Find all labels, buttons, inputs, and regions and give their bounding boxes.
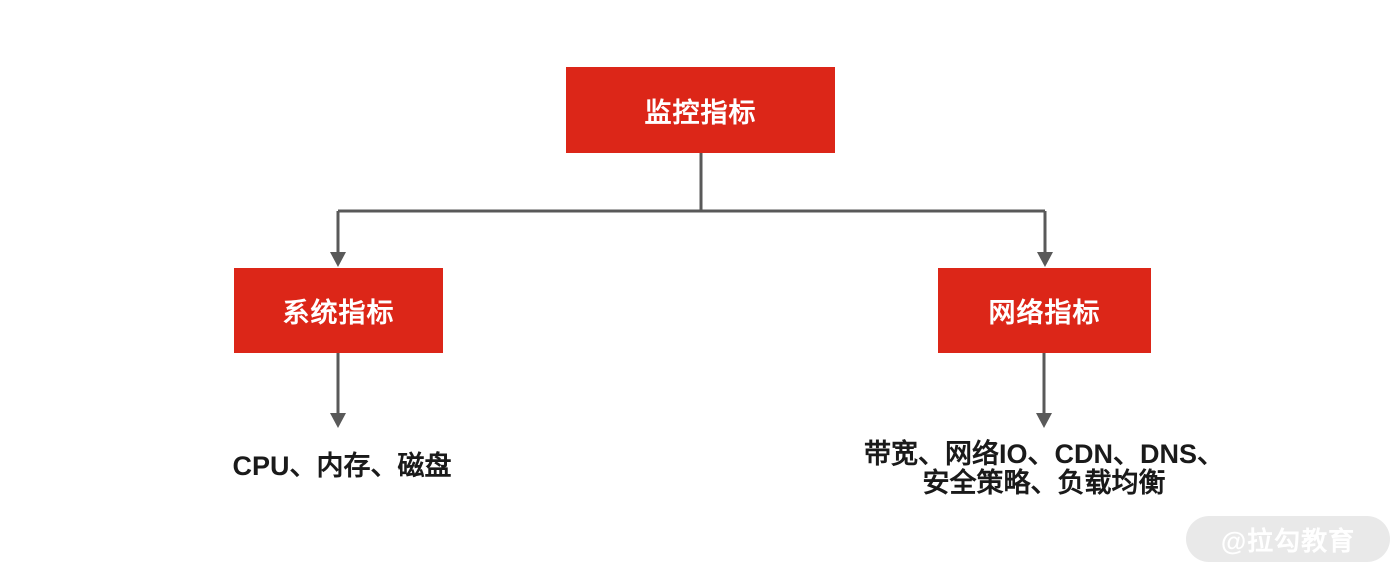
node-monitoring-metrics-label: 监控指标 — [644, 97, 757, 128]
node-network-metrics-label: 网络指标 — [988, 298, 1101, 328]
network-metrics-detail-line2: 安全策略、负载均衡 — [922, 468, 1166, 498]
system-metrics-detail: CPU、内存、磁盘 — [232, 452, 451, 481]
network-metrics-detail: 带宽、网络IO、CDN、DNS、 安全策略、负载均衡 — [864, 440, 1224, 498]
node-system-metrics-label: 系统指标 — [282, 298, 395, 328]
node-network-metrics: 网络指标 — [938, 268, 1151, 353]
node-monitoring-metrics: 监控指标 — [566, 67, 835, 153]
node-system-metrics: 系统指标 — [234, 268, 443, 353]
watermark-badge: @拉勾教育 — [1186, 516, 1390, 562]
arrowhead-into-right-node — [1037, 252, 1053, 267]
arrowhead-into-left-node — [330, 252, 346, 267]
watermark-label: @拉勾教育 — [1220, 525, 1356, 556]
arrowhead-below-left-node — [330, 413, 346, 428]
system-metrics-detail-text: CPU、内存、磁盘 — [232, 451, 452, 481]
network-metrics-detail-line1: 带宽、网络IO、CDN、DNS、 — [863, 439, 1225, 469]
arrowhead-below-right-node — [1036, 413, 1052, 428]
